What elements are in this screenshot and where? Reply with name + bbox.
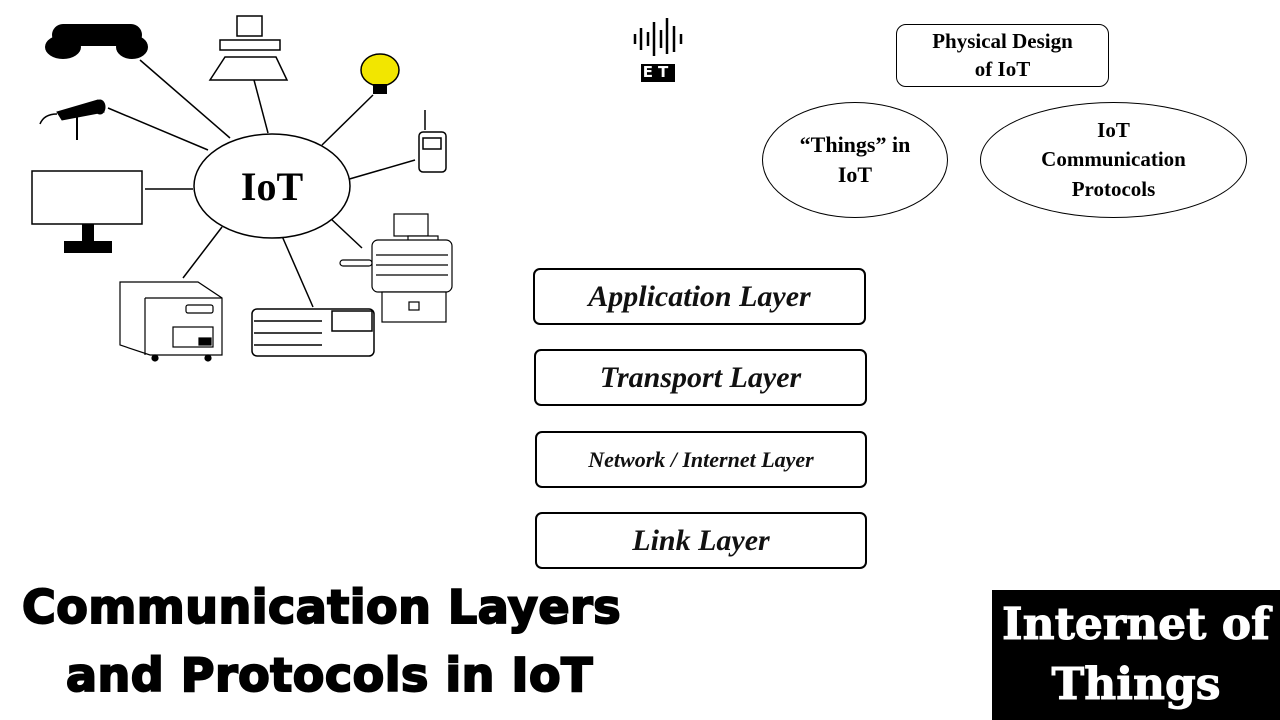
walkie-talkie-icon [418, 110, 447, 173]
things-line2: IoT [837, 162, 873, 187]
things-ellipse: “Things” in IoT [762, 102, 948, 218]
monitor-icon [31, 170, 143, 253]
microphone-icon [39, 99, 106, 140]
motor-icon [339, 213, 453, 323]
protocols-line1: IoT [1097, 117, 1130, 142]
computer-icon [208, 15, 289, 81]
badge-line1: Internet of [1002, 599, 1271, 651]
soundwave-logo-icon [633, 18, 683, 82]
things-line1: “Things” in [799, 132, 911, 158]
title-line1: Communication Layers [21, 579, 622, 635]
badge-line2: Things [1051, 659, 1221, 711]
telephone-icon [45, 24, 148, 59]
protocols-line2: Communication [1041, 147, 1186, 172]
physical-design-line1: Physical Design [932, 29, 1073, 54]
printer-cabinet-icon [119, 281, 223, 362]
physical-design-line2: of IoT [974, 56, 1031, 81]
connection-lines [107, 59, 416, 308]
hub-label: IoT [241, 164, 304, 209]
iot-network-diagram: IoT [31, 15, 453, 362]
channel-logo: ET [632, 14, 686, 84]
application-layer-box: Application Layer [533, 268, 866, 325]
title-line2: and Protocols in IoT [65, 647, 593, 703]
server-unit-icon [251, 308, 375, 357]
network-layer-box: Network / Internet Layer [535, 431, 867, 488]
link-layer-box: Link Layer [535, 512, 867, 569]
logo-text: ET [642, 63, 674, 81]
protocols-line3: Protocols [1071, 176, 1156, 201]
light-bulb-icon [360, 53, 400, 94]
series-badge: Internet of Things [992, 590, 1280, 720]
hub-ellipse: IoT [193, 133, 351, 239]
transport-layer-box: Transport Layer [534, 349, 867, 406]
